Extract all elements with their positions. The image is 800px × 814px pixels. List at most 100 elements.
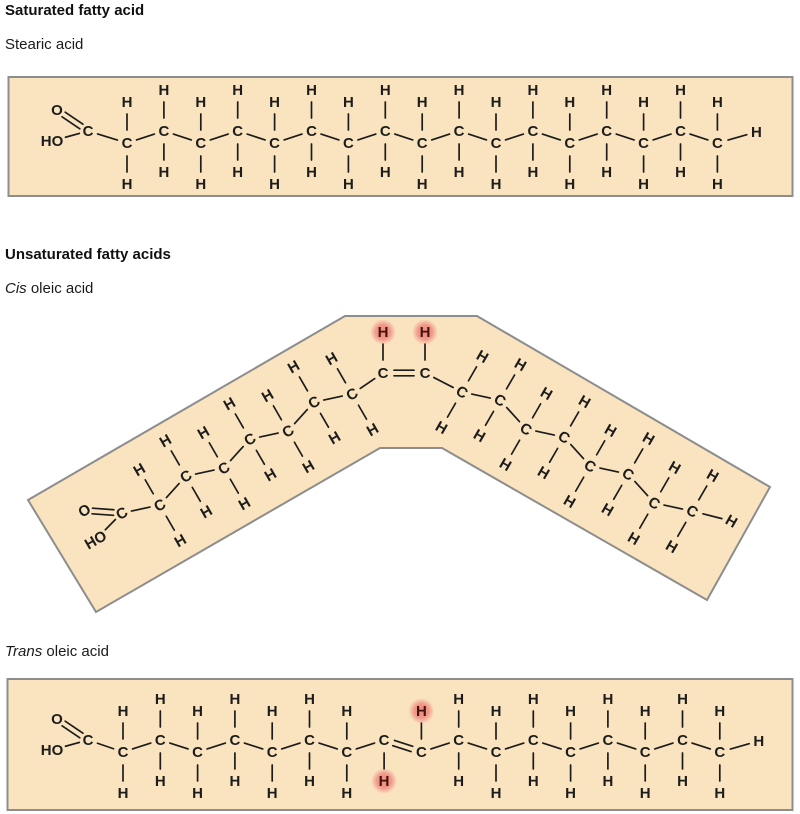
c-h-bond [293,441,304,457]
c-c-bond [689,133,709,141]
c-h-bond [676,521,687,538]
c-c-bond [467,133,488,141]
hydrogen-atom: H [341,785,352,802]
molecule-band [6,678,794,811]
hydrogen-atom: H [712,176,723,193]
carbon-atom: C [601,123,612,140]
carbon-atom: C [122,135,133,152]
hydrogen-atom: H [528,773,539,790]
carbon-atom: C [158,123,169,140]
c-o-double-bond [64,111,84,126]
carbon-atom: C [192,744,203,761]
c-oh-bond [104,518,117,531]
c-c-bond [504,133,525,141]
c-c-bond [135,133,156,141]
hydrogen-atom: H [677,691,688,708]
carbon-atom: C [343,135,354,152]
hydrogen-atom: H [122,94,133,111]
c-c-bond [578,133,599,141]
hydrogen-atom: H [491,785,502,802]
hydrogen-atom: H [714,785,725,802]
hydroxyl-group: HO [41,133,64,150]
hydrogen-atom: H [638,176,649,193]
hydrogen-atom: H [379,773,390,790]
carbon-atom: C [640,744,651,761]
hydrogen-atom: H [527,164,538,181]
hydrogen-atom: H [343,94,354,111]
c-c-bond [535,430,556,436]
c-h-bond [229,478,240,494]
carbon-atom: C [528,732,539,749]
stearic-acid-label-text: Stearic acid [5,36,84,53]
c-c-bond [357,133,377,141]
hydrogen-atom: H [420,324,431,341]
hydrogen-atom: H [714,703,725,720]
hydrogen-atom: H [341,703,352,720]
trans-label-rest: oleic acid [42,643,109,660]
hydrogen-atom: H [638,94,649,111]
c-c-bond [322,395,344,401]
hydrogen-atom: H [453,773,464,790]
c-c-bond [579,742,600,750]
carbon-atom: C [229,732,240,749]
carbon-atom: C [416,744,427,761]
c-h-bond [702,512,723,520]
hydrogen-atom: H [491,94,502,111]
c-oh-bond [64,132,81,139]
c-h-bond [484,410,495,427]
carbon-atom: C [638,135,649,152]
carbon-atom: C [527,123,538,140]
hydrogen-atom: H [232,164,243,181]
trans-label-italic: Trans [5,643,43,660]
hydrogen-atom: H [192,785,203,802]
hydrogen-atom: H [601,82,612,99]
hydrogen-atom: H [417,94,428,111]
c-h-bond [319,412,330,429]
carbon-atom: C [564,135,575,152]
carbon-atom: C [380,123,391,140]
carbon-atom: C [712,135,723,152]
hydrogen-atom: H [122,176,133,193]
hydrogen-atom: H [675,164,686,181]
c-c-bond [206,742,227,750]
c-c-bond [246,133,266,141]
c-h-bond [729,742,751,750]
hydrogen-atom: H [753,733,764,750]
c-c-bond [467,742,488,750]
c-c-bond [691,742,712,750]
c-c-bond [634,480,649,497]
hydrogen-atom: H [306,164,317,181]
c-c-bond [653,742,674,750]
hydrogen-atom: H [640,703,651,720]
c-c-bond [165,482,180,499]
trans-oleic-acid-structure: CCHHCHHCHHCHHCHHCHHCHHCHCHCHHCHHCHHCHHCH… [6,678,794,811]
hydrogen-atom: H [453,691,464,708]
c-h-bond [446,402,457,418]
hydrogen-atom: H [229,691,240,708]
carbon-atom: C [453,732,464,749]
hydrogen-atom: H [564,176,575,193]
hydrogen-atom: H [192,703,203,720]
hydrogen-atom: H [343,176,354,193]
c-h-bond [569,411,580,427]
hydrogen-atom: H [640,785,651,802]
c-c-bond [430,133,451,141]
hydrogen-atom: H [267,785,278,802]
c-h-bond [531,403,542,419]
hydrogen-atom: H [602,773,613,790]
hydrogen-atom: H [417,176,428,193]
carbon-atom: C [491,135,502,152]
highlighted-hydrogen-circle [412,319,438,345]
hydrogen-atom: H [565,703,576,720]
hydrogen-atom: H [565,785,576,802]
hydrogen-atom: H [751,124,762,141]
c-c-bond [470,393,492,399]
hydrogen-atom: H [195,94,206,111]
carbon-atom: C [155,732,166,749]
cis-label-rest: oleic acid [26,280,94,297]
carbon-atom: C [304,732,315,749]
hydrogen-atom: H [712,94,723,111]
